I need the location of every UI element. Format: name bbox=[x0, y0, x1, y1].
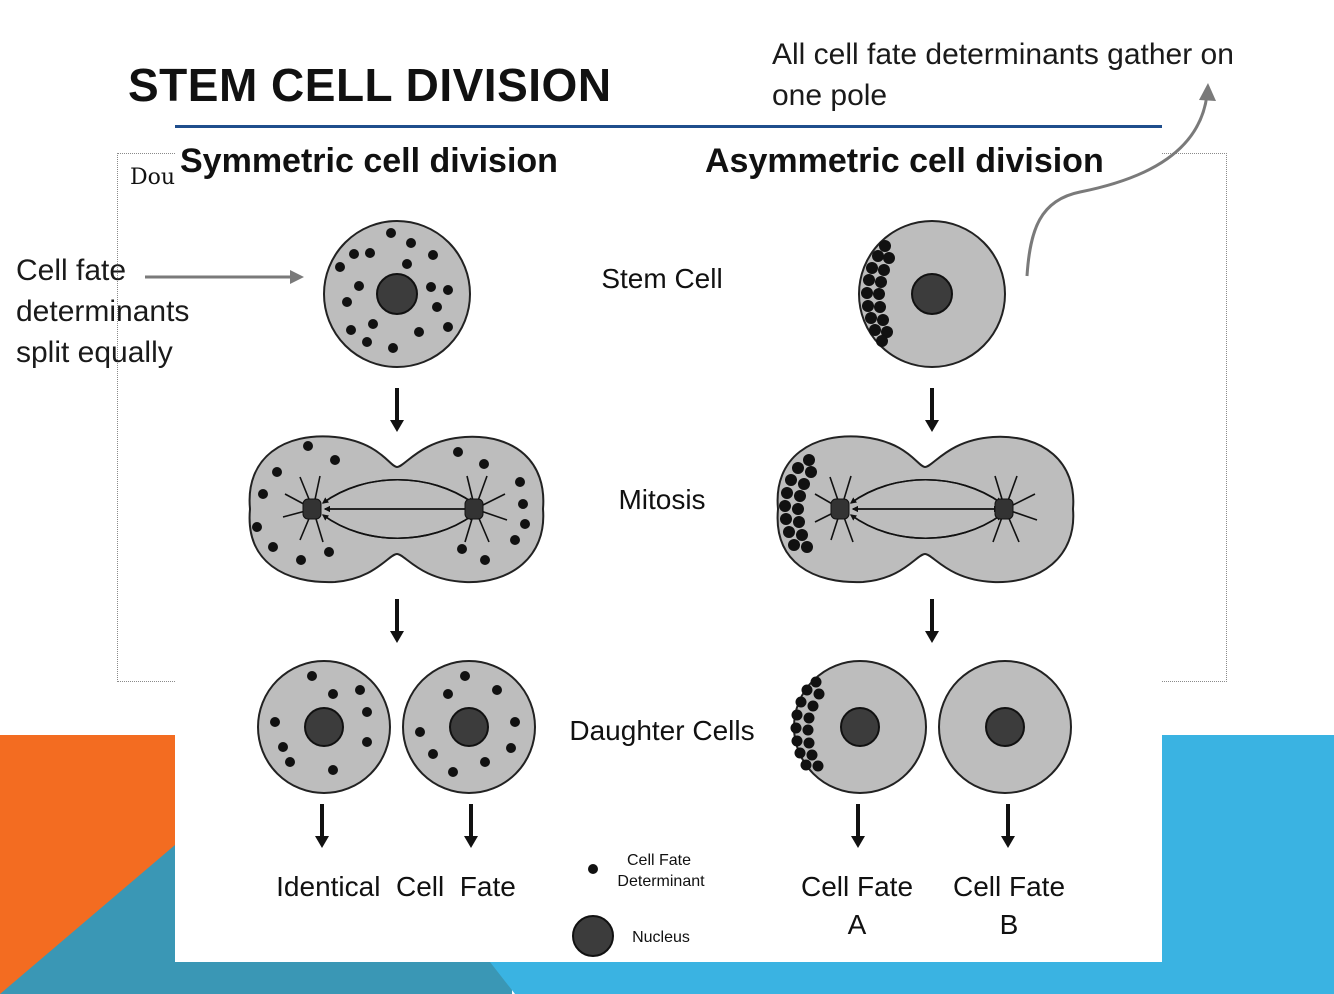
asymmetric-stem-cell bbox=[858, 220, 1006, 368]
stage-label-daughter-cells: Daughter Cells bbox=[569, 715, 754, 746]
stage-label-stem-cell: Stem Cell bbox=[601, 263, 722, 294]
diagram-svg: Symmetric cell division Asymmetric cell … bbox=[180, 142, 1104, 957]
legend-determinant-label-line2: Determinant bbox=[617, 873, 705, 890]
outcome-cell-fate-a-line1: Cell Fate bbox=[801, 871, 913, 902]
blue-accent-shape-right bbox=[1162, 735, 1334, 994]
slide-title: STEM CELL DIVISION bbox=[128, 59, 612, 111]
legend-determinant-label-line1: Cell Fate bbox=[627, 852, 691, 869]
determinant-dots bbox=[335, 228, 453, 353]
down-arrow bbox=[1001, 804, 1015, 848]
down-arrow bbox=[851, 804, 865, 848]
outcome-cell-fate-b-line2: B bbox=[1000, 909, 1019, 940]
stage-label-mitosis: Mitosis bbox=[618, 484, 705, 515]
legend-nucleus-swatch bbox=[572, 915, 614, 957]
symmetric-mitosis-cell bbox=[248, 435, 545, 584]
title-underline bbox=[175, 125, 1162, 128]
down-arrow bbox=[925, 599, 939, 643]
symmetric-daughter-cell-right bbox=[402, 660, 536, 794]
symmetric-heading: Symmetric cell division bbox=[180, 142, 558, 180]
nucleus bbox=[840, 707, 880, 747]
determinant-cluster bbox=[790, 676, 825, 772]
down-arrow bbox=[925, 388, 939, 432]
determinant-dots bbox=[415, 671, 520, 777]
asymmetric-mitosis-cell bbox=[776, 435, 1075, 584]
legend-determinant-dot bbox=[588, 864, 598, 874]
legend: Cell Fate Determinant Nucleus bbox=[572, 852, 705, 957]
determinant-cluster bbox=[861, 240, 895, 347]
cell-division-diagram[interactable]: Symmetric cell division Asymmetric cell … bbox=[175, 142, 1162, 962]
outcome-cell-fate-b-line1: Cell Fate bbox=[953, 871, 1065, 902]
symmetric-daughter-cell-left bbox=[257, 660, 391, 794]
down-arrow bbox=[390, 599, 404, 643]
nucleus bbox=[985, 707, 1025, 747]
annotation-right: All cell fate determinants gather on one… bbox=[772, 38, 1234, 112]
down-arrow bbox=[464, 804, 478, 848]
down-arrow bbox=[390, 388, 404, 432]
teal-accent-shape bbox=[0, 845, 512, 994]
outcome-cell-fate-a-line2: A bbox=[848, 909, 867, 940]
asymmetric-daughter-cell-b bbox=[938, 660, 1072, 794]
asymmetric-heading: Asymmetric cell division bbox=[705, 142, 1104, 180]
blue-accent-shape-bottom bbox=[490, 962, 1162, 994]
nucleus bbox=[376, 273, 418, 315]
down-arrow bbox=[315, 804, 329, 848]
symmetric-stem-cell bbox=[323, 220, 471, 368]
outcome-identical-cell-fate: Identical Cell Fate bbox=[276, 871, 516, 902]
nucleus bbox=[304, 707, 344, 747]
legend-nucleus-label: Nucleus bbox=[632, 929, 690, 946]
annotation-left: Cell fate determinants split equally bbox=[16, 254, 190, 369]
nucleus bbox=[449, 707, 489, 747]
determinant-dots bbox=[252, 441, 530, 565]
nucleus bbox=[911, 273, 953, 315]
determinant-dots bbox=[270, 671, 372, 775]
asymmetric-daughter-cell-a bbox=[790, 660, 927, 794]
placeholder-text: Dou bbox=[130, 165, 176, 190]
determinant-cluster bbox=[779, 454, 817, 553]
